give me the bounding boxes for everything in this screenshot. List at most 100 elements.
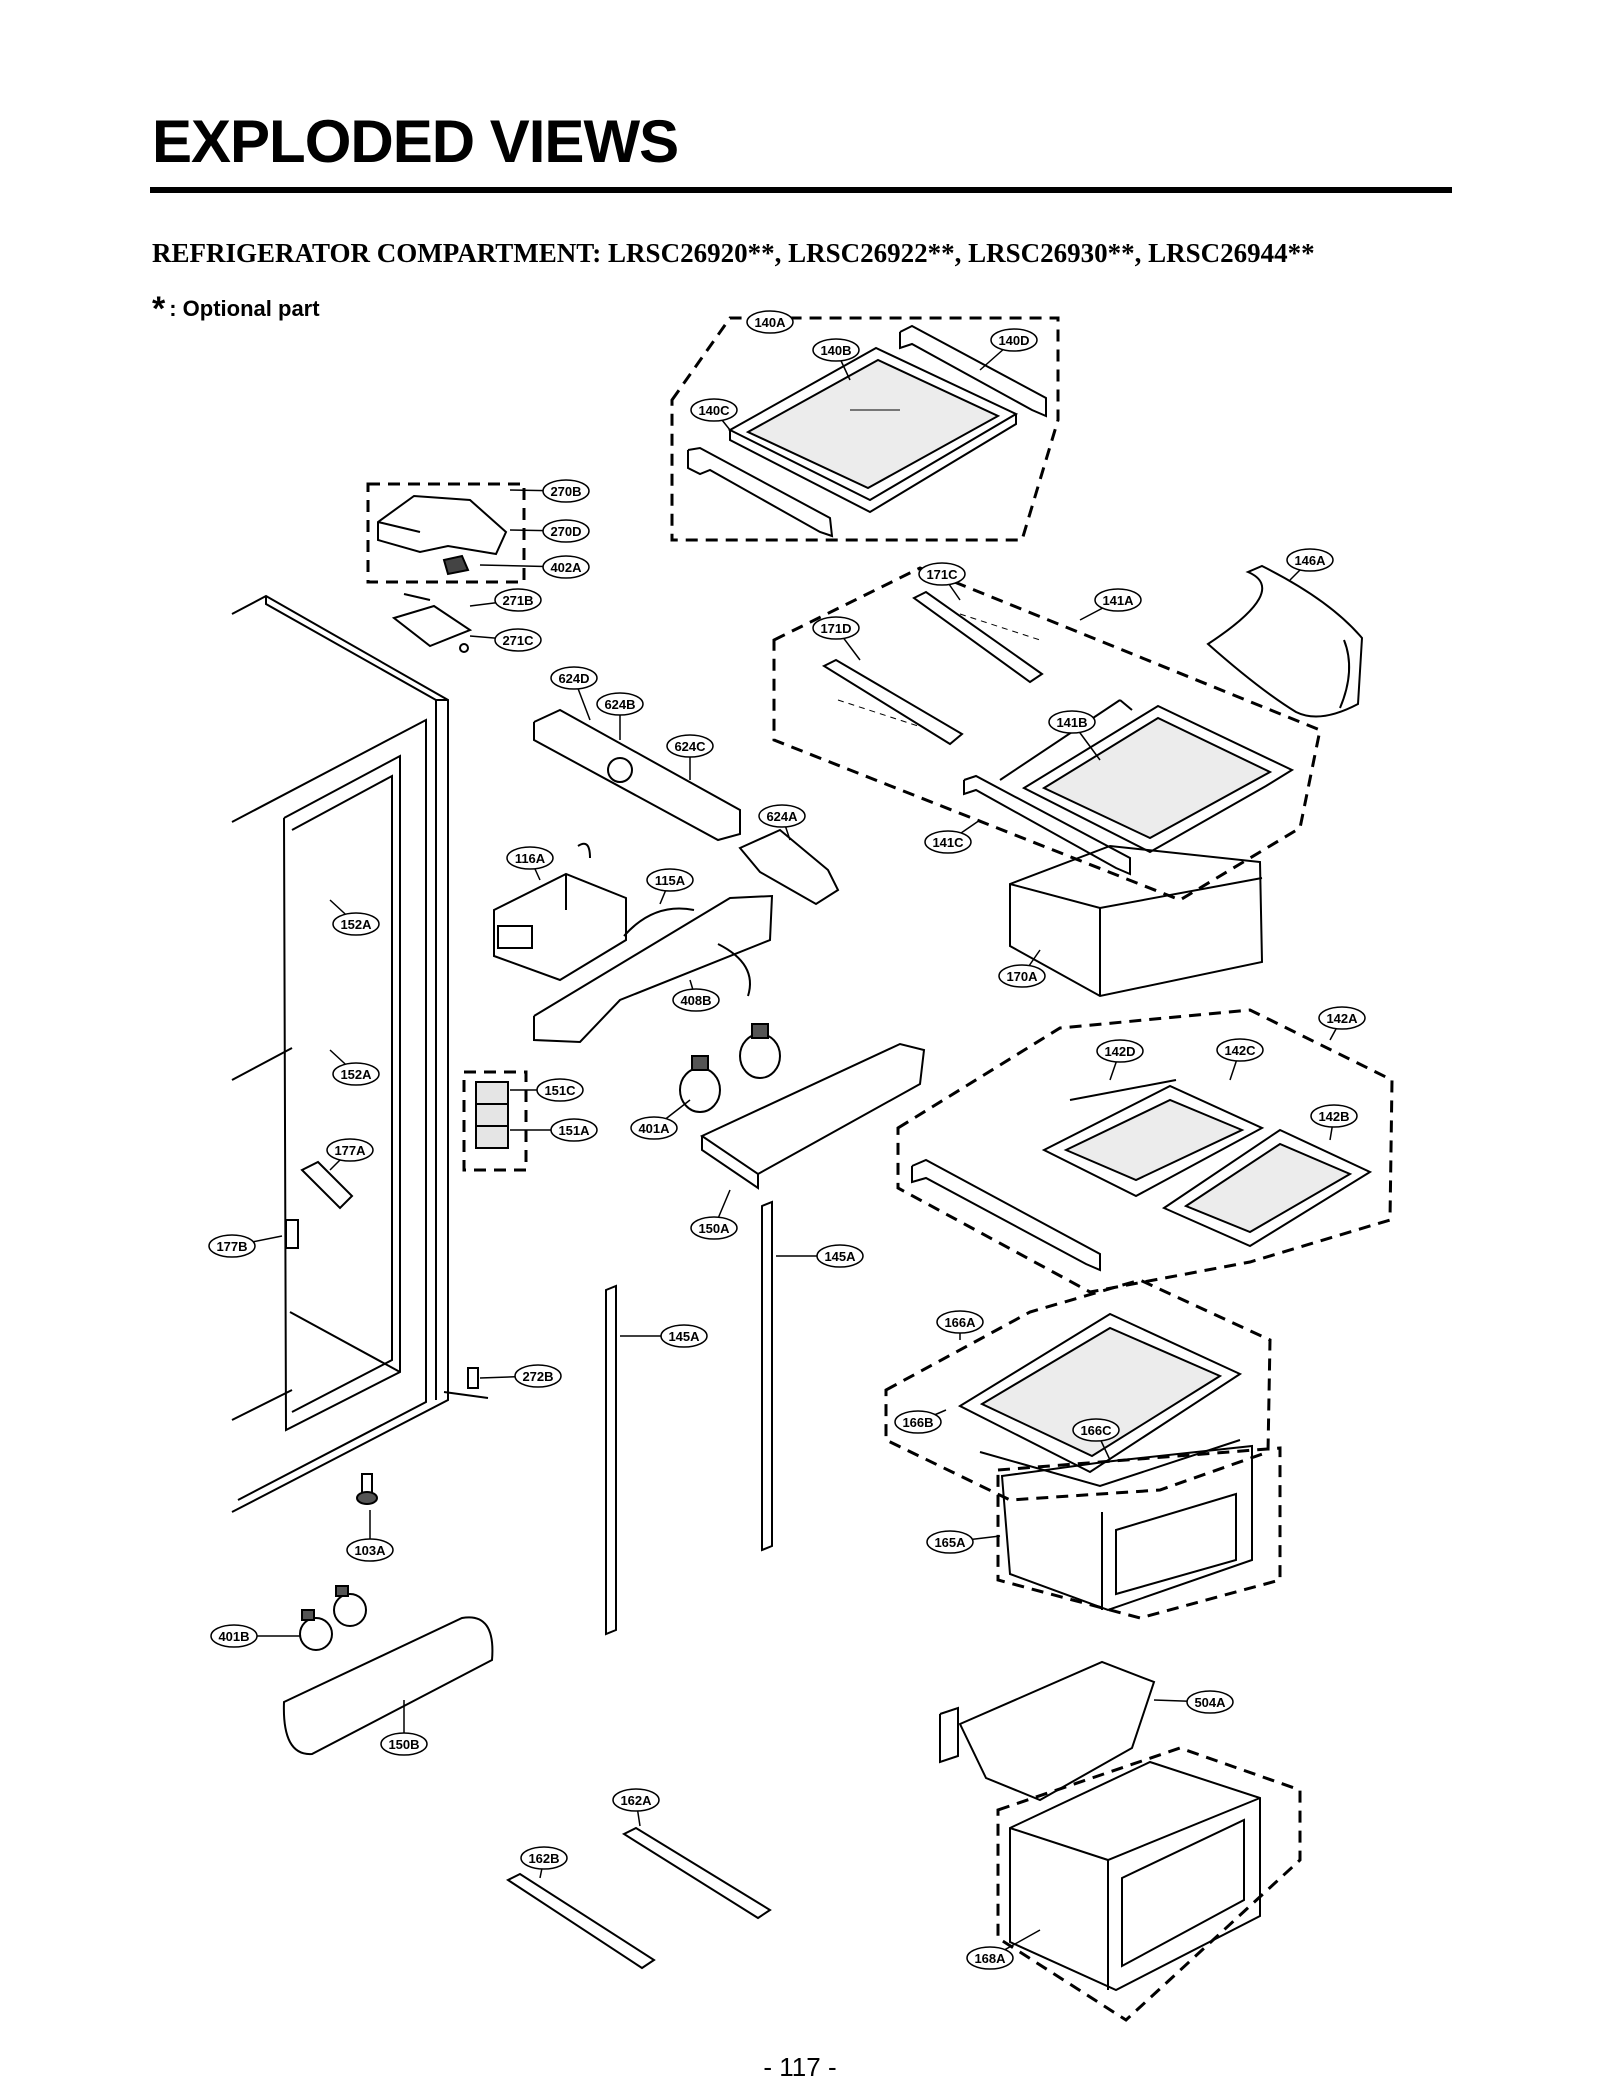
callout-bubble (1216, 1038, 1264, 1062)
part-callout: 272B (514, 1364, 562, 1388)
part-callout: 171C (918, 562, 966, 586)
callout-bubble (1310, 1104, 1358, 1128)
part-145a-rails (605, 1200, 773, 1636)
page-title: EXPLODED VIEWS (152, 108, 679, 175)
part-callout: 150B (380, 1732, 428, 1756)
callout-bubble (758, 804, 806, 828)
part-callout: 270B (542, 479, 590, 503)
part-168a-drawer (1009, 1760, 1261, 1992)
callout-bubble (690, 398, 738, 422)
part-callout: 103A (346, 1538, 394, 1562)
part-callout: 142C (1216, 1038, 1264, 1062)
callout-label: 401B (218, 1629, 249, 1644)
callout-label: 166C (1080, 1423, 1112, 1438)
callout-bubble (630, 1116, 678, 1140)
callout-label: 408B (680, 993, 711, 1008)
part-177-brackets (285, 1160, 354, 1249)
part-272b-hinge (443, 1367, 489, 1399)
callout-bubble (1048, 710, 1096, 734)
outline-270b (366, 482, 526, 584)
part-callout: 140C (690, 398, 738, 422)
callout-label: 142C (1224, 1043, 1256, 1058)
part-callout: 116A (506, 846, 554, 870)
part-callout: 402A (542, 555, 590, 579)
callout-label: 150B (388, 1737, 419, 1752)
callout-bubble (346, 1538, 394, 1562)
callout-label: 168A (974, 1951, 1006, 1966)
callout-bubble (550, 666, 598, 690)
callout-bubble (812, 338, 860, 362)
callout-bubble (746, 310, 794, 334)
part-504a-panel (939, 1660, 1156, 1802)
outline-166a (884, 1278, 1272, 1502)
callout-bubble (646, 868, 694, 892)
part-callout: 504A (1186, 1690, 1234, 1714)
callout-label: 166A (944, 1315, 976, 1330)
outline-141a (772, 566, 1322, 902)
part-callout: 624B (596, 692, 644, 716)
part-callout: 408B (672, 988, 720, 1012)
part-624-assembly (533, 708, 840, 906)
callout-label: 171C (926, 567, 958, 582)
callout-bubble (924, 830, 972, 854)
callout-bubble (1072, 1418, 1120, 1442)
part-callout: 401B (210, 1624, 258, 1648)
callout-label: 140C (698, 403, 730, 418)
part-callout: 142B (1310, 1104, 1358, 1128)
part-callout: 166A (936, 1310, 984, 1334)
callout-bubble (506, 846, 554, 870)
optional-note-text: : Optional part (169, 296, 320, 321)
part-170a-drawer (1009, 844, 1264, 998)
part-callout: 624C (666, 734, 714, 758)
part-callout: 177A (326, 1138, 374, 1162)
part-callout: 152A (332, 912, 380, 936)
callout-label: 142A (1326, 1011, 1358, 1026)
callout-label: 177B (216, 1239, 247, 1254)
part-callout: 141B (1048, 710, 1096, 734)
group-outlines (366, 316, 1394, 2022)
callout-label: 151A (558, 1123, 590, 1138)
callout-bubble (542, 555, 590, 579)
callout-label: 142D (1104, 1044, 1135, 1059)
callout-label: 145A (824, 1249, 856, 1264)
outline-140a (670, 316, 1060, 542)
callout-label: 141A (1102, 593, 1134, 608)
callout-bubble (966, 1946, 1014, 1970)
callout-label: 624C (674, 739, 706, 754)
part-callout: 140B (812, 338, 860, 362)
callout-bubble (1096, 1039, 1144, 1063)
callout-bubble (666, 734, 714, 758)
callout-label: 271C (502, 633, 534, 648)
callout-label: 624D (558, 671, 589, 686)
callout-label: 271B (502, 593, 533, 608)
part-callout: 145A (816, 1244, 864, 1268)
part-labels: 140A140B140D140C270B270D402A271B271C146A… (208, 310, 1366, 1970)
callout-bubble (332, 912, 380, 936)
part-115a-bracket (533, 894, 774, 1044)
callout-bubble (494, 588, 542, 612)
callout-bubble (998, 964, 1046, 988)
callout-bubble (690, 1216, 738, 1240)
callout-bubble (1318, 1006, 1366, 1030)
callout-bubble (816, 1244, 864, 1268)
optional-star: * (152, 290, 166, 328)
callout-label: 171D (820, 621, 851, 636)
callout-label: 116A (515, 851, 546, 866)
part-callout: 177B (208, 1234, 256, 1258)
part-165a-drawer (1000, 1444, 1253, 1612)
callout-label: 140B (820, 343, 851, 358)
callout-label: 272B (522, 1369, 553, 1384)
part-callout: 142D (1096, 1039, 1144, 1063)
part-401a-bulbs (679, 1023, 781, 1113)
part-151-filter (475, 1081, 509, 1149)
part-callout: 146A (1286, 548, 1334, 572)
callout-label: 162B (528, 1851, 559, 1866)
title-rule (150, 187, 1452, 193)
part-callout: 271B (494, 588, 542, 612)
part-callout: 166B (894, 1410, 942, 1434)
part-140-shelf (687, 324, 1047, 538)
callout-bubble (326, 1138, 374, 1162)
page-number: - 117 - (763, 2052, 837, 2082)
part-callout: 624A (758, 804, 806, 828)
